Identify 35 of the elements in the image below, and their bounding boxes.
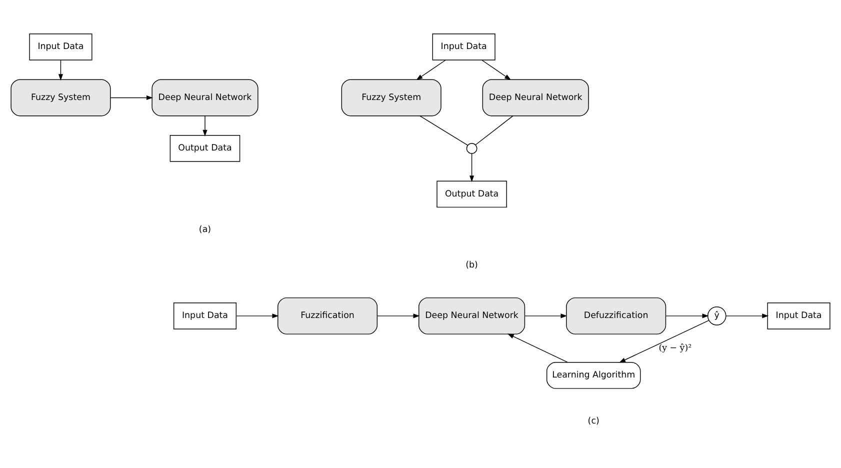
arrow: [58, 60, 63, 81]
arrow: [416, 60, 446, 80]
connector: [475, 116, 514, 146]
arrow: [726, 314, 769, 318]
node-box: Fuzzy System: [10, 79, 111, 116]
node-box: Input Data: [767, 302, 830, 330]
edge-label: (y − ŷ)²: [658, 343, 692, 354]
node-box: Fuzzification: [278, 297, 378, 334]
node-box: Input Data: [173, 302, 237, 330]
arrow: [524, 314, 568, 318]
arrow: [377, 314, 420, 318]
arrow: [470, 153, 474, 182]
arrow: [666, 314, 709, 318]
node-circle: [466, 143, 478, 154]
node-box: Deep Neural Network: [482, 79, 589, 116]
label: (b): [466, 260, 478, 270]
node-box: Output Data: [170, 135, 240, 162]
node-box: Input Data: [29, 34, 92, 60]
connector: [420, 116, 468, 146]
node-box: Learning Algorithm: [546, 362, 641, 389]
arrow: [618, 320, 710, 363]
node-box: Deep Neural Network: [418, 297, 526, 334]
node-box: Defuzzification: [566, 297, 666, 334]
node-circle: ŷ: [707, 306, 726, 326]
label: (a): [198, 224, 212, 235]
node-box: Fuzzy System: [341, 79, 442, 116]
arrow: [507, 334, 568, 363]
arrow: [202, 116, 208, 136]
arrow: [110, 95, 153, 100]
node-box: Input Data: [432, 34, 496, 60]
arrow: [236, 314, 279, 318]
node-box: Output Data: [436, 180, 507, 208]
label: (c): [588, 416, 600, 426]
arrow: [482, 60, 512, 80]
node-box: Deep Neural Network: [152, 79, 258, 116]
